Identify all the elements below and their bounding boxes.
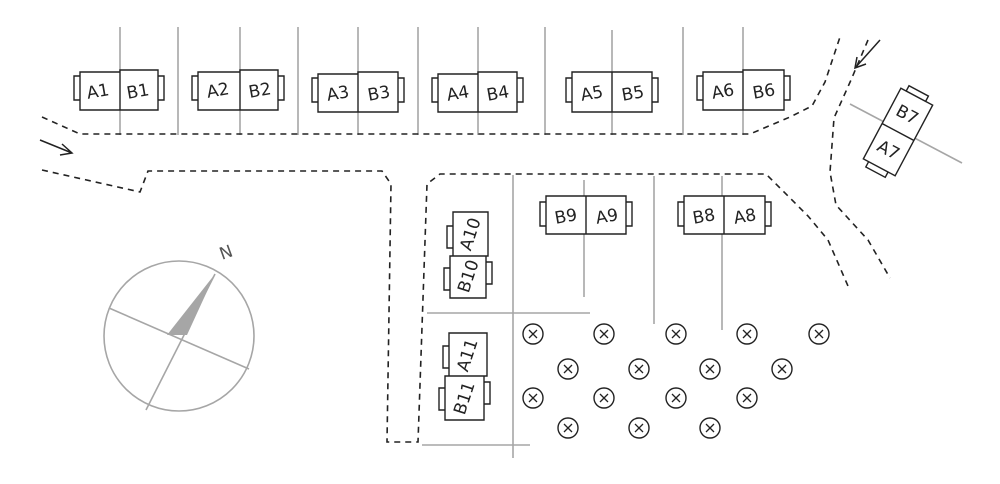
arrow-icon-entry-right	[854, 39, 881, 70]
tree-icon	[593, 323, 615, 345]
building-label-a8: A8	[732, 205, 758, 229]
tree-icon	[771, 358, 793, 380]
building-pair-b8-a8: B8 A8	[677, 195, 772, 235]
building-label-b4: B4	[485, 82, 511, 106]
building-pair-a1-b1: A1 B1	[73, 69, 165, 111]
tree-icon	[557, 358, 579, 380]
tree-icon	[593, 387, 615, 409]
building-label-a3: A3	[325, 82, 351, 106]
tree-icon	[699, 417, 721, 439]
tree-icon	[522, 387, 544, 409]
tree-icon	[628, 417, 650, 439]
tree-icon	[736, 387, 758, 409]
tree-icon	[699, 358, 721, 380]
building-pair-a10-b10: A10 B10	[443, 211, 493, 299]
building-label-a2: A2	[205, 79, 231, 103]
building-pair-a3-b3: A3 B3	[311, 71, 405, 113]
building-label-b1: B1	[125, 80, 151, 104]
building-label-a9: A9	[594, 205, 620, 229]
building-pair-a5-b5: A5 B5	[565, 71, 659, 113]
building-pair-a4-b4: A4 B4	[431, 71, 524, 113]
tree-icon	[736, 323, 758, 345]
tree-icon	[808, 323, 830, 345]
arrow-icon-entry-left	[39, 139, 74, 156]
compass-north-label: N	[217, 242, 236, 265]
tree-icon	[522, 323, 544, 345]
roads	[41, 36, 891, 443]
building-label-b2: B2	[247, 79, 273, 103]
building-pair-a6-b6: A6 B6	[696, 69, 791, 111]
compass-axis-ew	[108, 307, 250, 370]
building-label-a4: A4	[445, 82, 471, 106]
tree-icon	[628, 358, 650, 380]
building-label-a1: A1	[85, 80, 111, 104]
building-label-b6: B6	[751, 80, 777, 104]
building-label-b3: B3	[366, 82, 392, 106]
compass-ring	[103, 260, 255, 412]
compass: N	[103, 242, 255, 412]
tree-icon	[665, 387, 687, 409]
tree-icon	[665, 323, 687, 345]
building-pair-a2-b2: A2 B2	[191, 69, 285, 111]
building-label-a6: A6	[710, 80, 736, 104]
building-label-b8: B8	[691, 205, 717, 229]
building-label-b5: B5	[620, 82, 646, 106]
building-label-b9: B9	[553, 205, 579, 229]
building-pair-a11-b11: A11 B11	[438, 332, 491, 421]
building-pair-b9-a9: B9 A9	[539, 195, 633, 235]
compass-needle-icon	[167, 274, 215, 335]
trees	[522, 323, 830, 439]
tree-icon	[557, 417, 579, 439]
building-label-a5: A5	[579, 82, 605, 106]
building-pair-a7-b7: A7 B7	[862, 84, 934, 179]
